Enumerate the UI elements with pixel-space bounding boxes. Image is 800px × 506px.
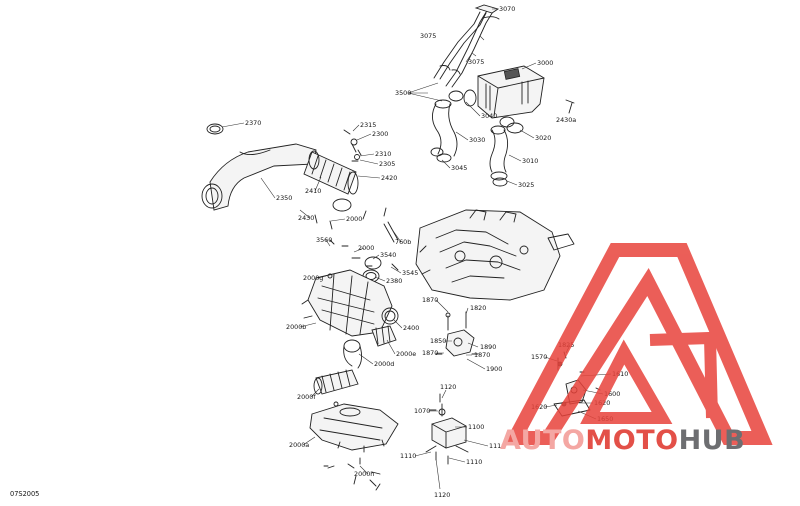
charge-pipes <box>430 90 575 187</box>
sensor-bracket <box>435 311 479 357</box>
callout-label: 1890 <box>480 343 496 351</box>
callout-label: 2420 <box>381 174 397 182</box>
callout-label: 1870 <box>422 296 438 304</box>
callout-label: 1610 <box>612 370 628 378</box>
callout-label: 760b <box>395 238 411 246</box>
callout-label: 2380 <box>386 277 402 285</box>
callout-label: 3075 <box>468 58 484 66</box>
gasket-ring <box>381 307 399 325</box>
intake-duct <box>201 123 317 211</box>
screws-lower <box>323 457 381 491</box>
callout-label: 3025 <box>518 181 534 189</box>
callout-label: 3075 <box>420 32 436 40</box>
callout-label: 3030 <box>469 136 485 144</box>
callout-label: 2300 <box>372 130 388 138</box>
callout-label: 2410 <box>305 187 321 195</box>
callout-label: 2000f <box>297 393 316 401</box>
logo-word-auto: AUTO <box>500 425 585 456</box>
callout-label: 2000b <box>286 323 306 331</box>
callout-label: 1820 <box>470 304 486 312</box>
callout-label: 2315 <box>360 121 376 129</box>
callout-label: 3040 <box>481 112 497 120</box>
coupler-hose <box>313 369 359 395</box>
callout-label: 2000h <box>354 470 374 478</box>
callout-label: 1110 <box>489 442 505 450</box>
callout-label: 3045 <box>451 164 467 172</box>
small-bolts-upper <box>314 207 399 267</box>
parts-drawing <box>201 4 601 491</box>
callout-label: 3560 <box>316 236 332 244</box>
callout-label: 1100 <box>468 423 484 431</box>
callout-label: 3545 <box>402 269 418 277</box>
callout-label: 2000g <box>303 274 323 282</box>
logo-triangle-outer <box>503 243 773 445</box>
callout-label: 1570 <box>531 353 547 361</box>
leader-lines <box>221 8 612 490</box>
callout-label: 2430a <box>556 116 576 124</box>
callout-label: 1120 <box>434 491 450 499</box>
diagram-code: 07S2005 <box>10 490 39 498</box>
callout-label: 3010 <box>522 157 538 165</box>
engine-mount <box>425 393 469 465</box>
callout-label: 1070 <box>414 407 430 415</box>
callout-label: 1870 <box>422 349 438 357</box>
callout-label: 1600 <box>604 390 620 398</box>
engine-block <box>415 209 575 301</box>
callout-label: 1850 <box>430 337 446 345</box>
callout-label: 1900 <box>486 365 502 373</box>
callout-label: 2000 <box>346 215 362 223</box>
callout-label: 2000a <box>289 441 309 449</box>
callout-label: 1110 <box>466 458 482 466</box>
callout-label: 2310 <box>375 150 391 158</box>
watermark-logo: AUTOMOTOHUB <box>500 243 773 456</box>
callout-labels: 3070 3075 3075 3000 3500 2430a 3040 3020 3030 301… <box>245 5 628 499</box>
callout-label: 1870 <box>474 351 490 359</box>
logo-triangle-mark <box>503 243 773 445</box>
callout-label: 1110 <box>400 452 416 460</box>
callout-label: 3070 <box>499 5 515 13</box>
callout-label: 2430 <box>298 214 314 222</box>
callout-label: 2370 <box>245 119 261 127</box>
callout-label: 3500 <box>395 89 411 97</box>
logo-word-moto: MOTO <box>585 425 678 456</box>
throttle-connectors <box>343 325 397 369</box>
callout-label: 3000 <box>537 59 553 67</box>
callout-label: 3540 <box>380 251 396 259</box>
intercooler <box>463 65 545 128</box>
logo-word-hub: HUB <box>679 425 746 456</box>
logo-inner-bar <box>649 331 718 419</box>
rings-middle <box>362 256 399 283</box>
callout-label: 2000 <box>358 244 374 252</box>
callout-label: 2000e <box>396 350 416 358</box>
callout-label: 1120 <box>440 383 456 391</box>
callout-label: 3020 <box>535 134 551 142</box>
callout-label: 2000d <box>374 360 394 368</box>
logo-wordmark: AUTOMOTOHUB <box>500 425 745 456</box>
logo-triangle-inner <box>580 339 673 424</box>
lower-manifold <box>309 401 399 453</box>
bellows-hose <box>303 129 362 212</box>
callout-label: 2350 <box>276 194 292 202</box>
callout-label: 2400 <box>403 324 419 332</box>
callout-label: 2305 <box>379 160 395 168</box>
